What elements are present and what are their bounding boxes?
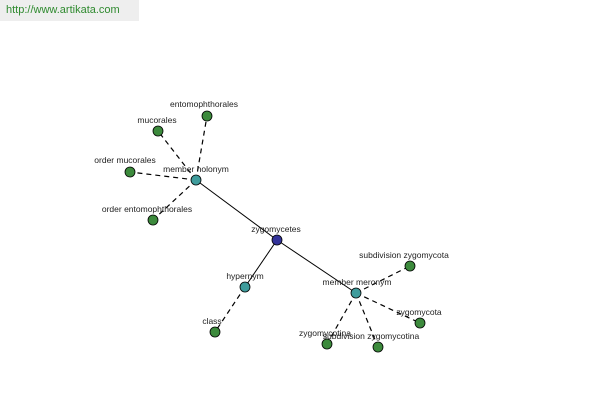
nodes: entomophthorales mucorales order mucorales… (94, 99, 449, 353)
node-subdivision-zygomycotina[interactable] (372, 341, 384, 353)
label-order-entomophthorales: order entomophthorales (102, 204, 192, 214)
url-link[interactable]: http://www.artikata.com (6, 4, 120, 16)
node-class[interactable] (209, 326, 221, 338)
node-member-holonym[interactable] (190, 174, 202, 186)
label-mucorales: mucorales (137, 115, 176, 125)
edge-member-holonym-entomophthorales (195, 115, 208, 181)
edge-member-meronym-zygomycotina (326, 292, 357, 345)
edge-member-meronym-subdivision-zygomycotina (355, 292, 379, 348)
label-zygomycetes: zygomycetes (251, 224, 301, 234)
edge-member-holonym-mucorales (157, 130, 197, 181)
edge-member-holonym-order-mucorales (129, 171, 197, 181)
edge-zygomycetes-member-holonym (195, 179, 278, 241)
node-zygomycetes[interactable] (271, 234, 283, 246)
edge-zygomycetes-member-meronym (276, 239, 357, 294)
node-zygomycota[interactable] (414, 317, 426, 329)
node-order-entomophthorales[interactable] (147, 214, 159, 226)
label-subdivision-zygomycota: subdivision zygomycota (359, 250, 449, 260)
node-member-meronym[interactable] (350, 287, 362, 299)
node-entomophthorales[interactable] (201, 110, 213, 122)
node-order-mucorales[interactable] (124, 166, 136, 178)
edge-member-holonym-order-entomophthorales (152, 179, 197, 221)
url-banner: http://www.artikata.com (0, 0, 139, 21)
label-zygomycotina: zygomycotina (299, 328, 351, 338)
label-member-holonym: member holonym (163, 164, 229, 174)
label-zygomycota: zygomycota (396, 307, 442, 317)
edge-member-meronym-subdivision-zygomycota (355, 265, 411, 294)
label-subdivision-zygomycotina: subdivision zygomycotina (323, 331, 420, 341)
label-member-meronym: member meronym (323, 277, 392, 287)
node-hypernym[interactable] (239, 281, 251, 293)
label-hypernym: hypernym (226, 271, 263, 281)
edges (129, 115, 421, 348)
label-class: class (202, 316, 221, 326)
edge-zygomycetes-hypernym (244, 239, 278, 288)
node-subdivision-zygomycota[interactable] (404, 260, 416, 272)
node-mucorales[interactable] (152, 125, 164, 137)
label-entomophthorales: entomophthorales (170, 99, 238, 109)
edge-member-meronym-zygomycota (355, 292, 421, 324)
edge-hypernym-class (214, 286, 246, 333)
node-zygomycotina[interactable] (321, 338, 333, 350)
label-order-mucorales: order mucorales (94, 155, 155, 165)
